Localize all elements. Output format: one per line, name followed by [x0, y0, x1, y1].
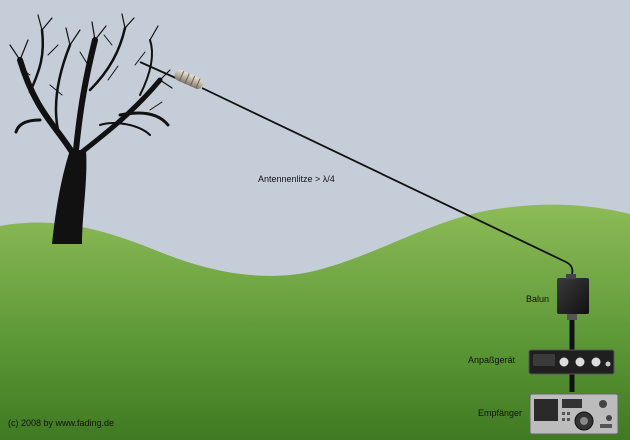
insulator-icon [174, 69, 204, 89]
balun-label: Balun [526, 294, 550, 304]
receiver-label: Empfänger [478, 408, 523, 418]
hill [0, 204, 630, 440]
antenna-tuner-icon [528, 349, 615, 375]
copyright-text: (c) 2008 by www.fading.de [8, 418, 115, 428]
radio-receiver-icon [529, 393, 619, 435]
tree-tie-rope [139, 61, 179, 80]
antenna-wire [201, 87, 574, 275]
wire-label: Antennenlitze > λ/4 [258, 174, 335, 184]
tree-icon [9, 13, 173, 244]
balun-box-icon [557, 274, 589, 320]
tuner-label: Anpaßgerät [468, 355, 516, 365]
